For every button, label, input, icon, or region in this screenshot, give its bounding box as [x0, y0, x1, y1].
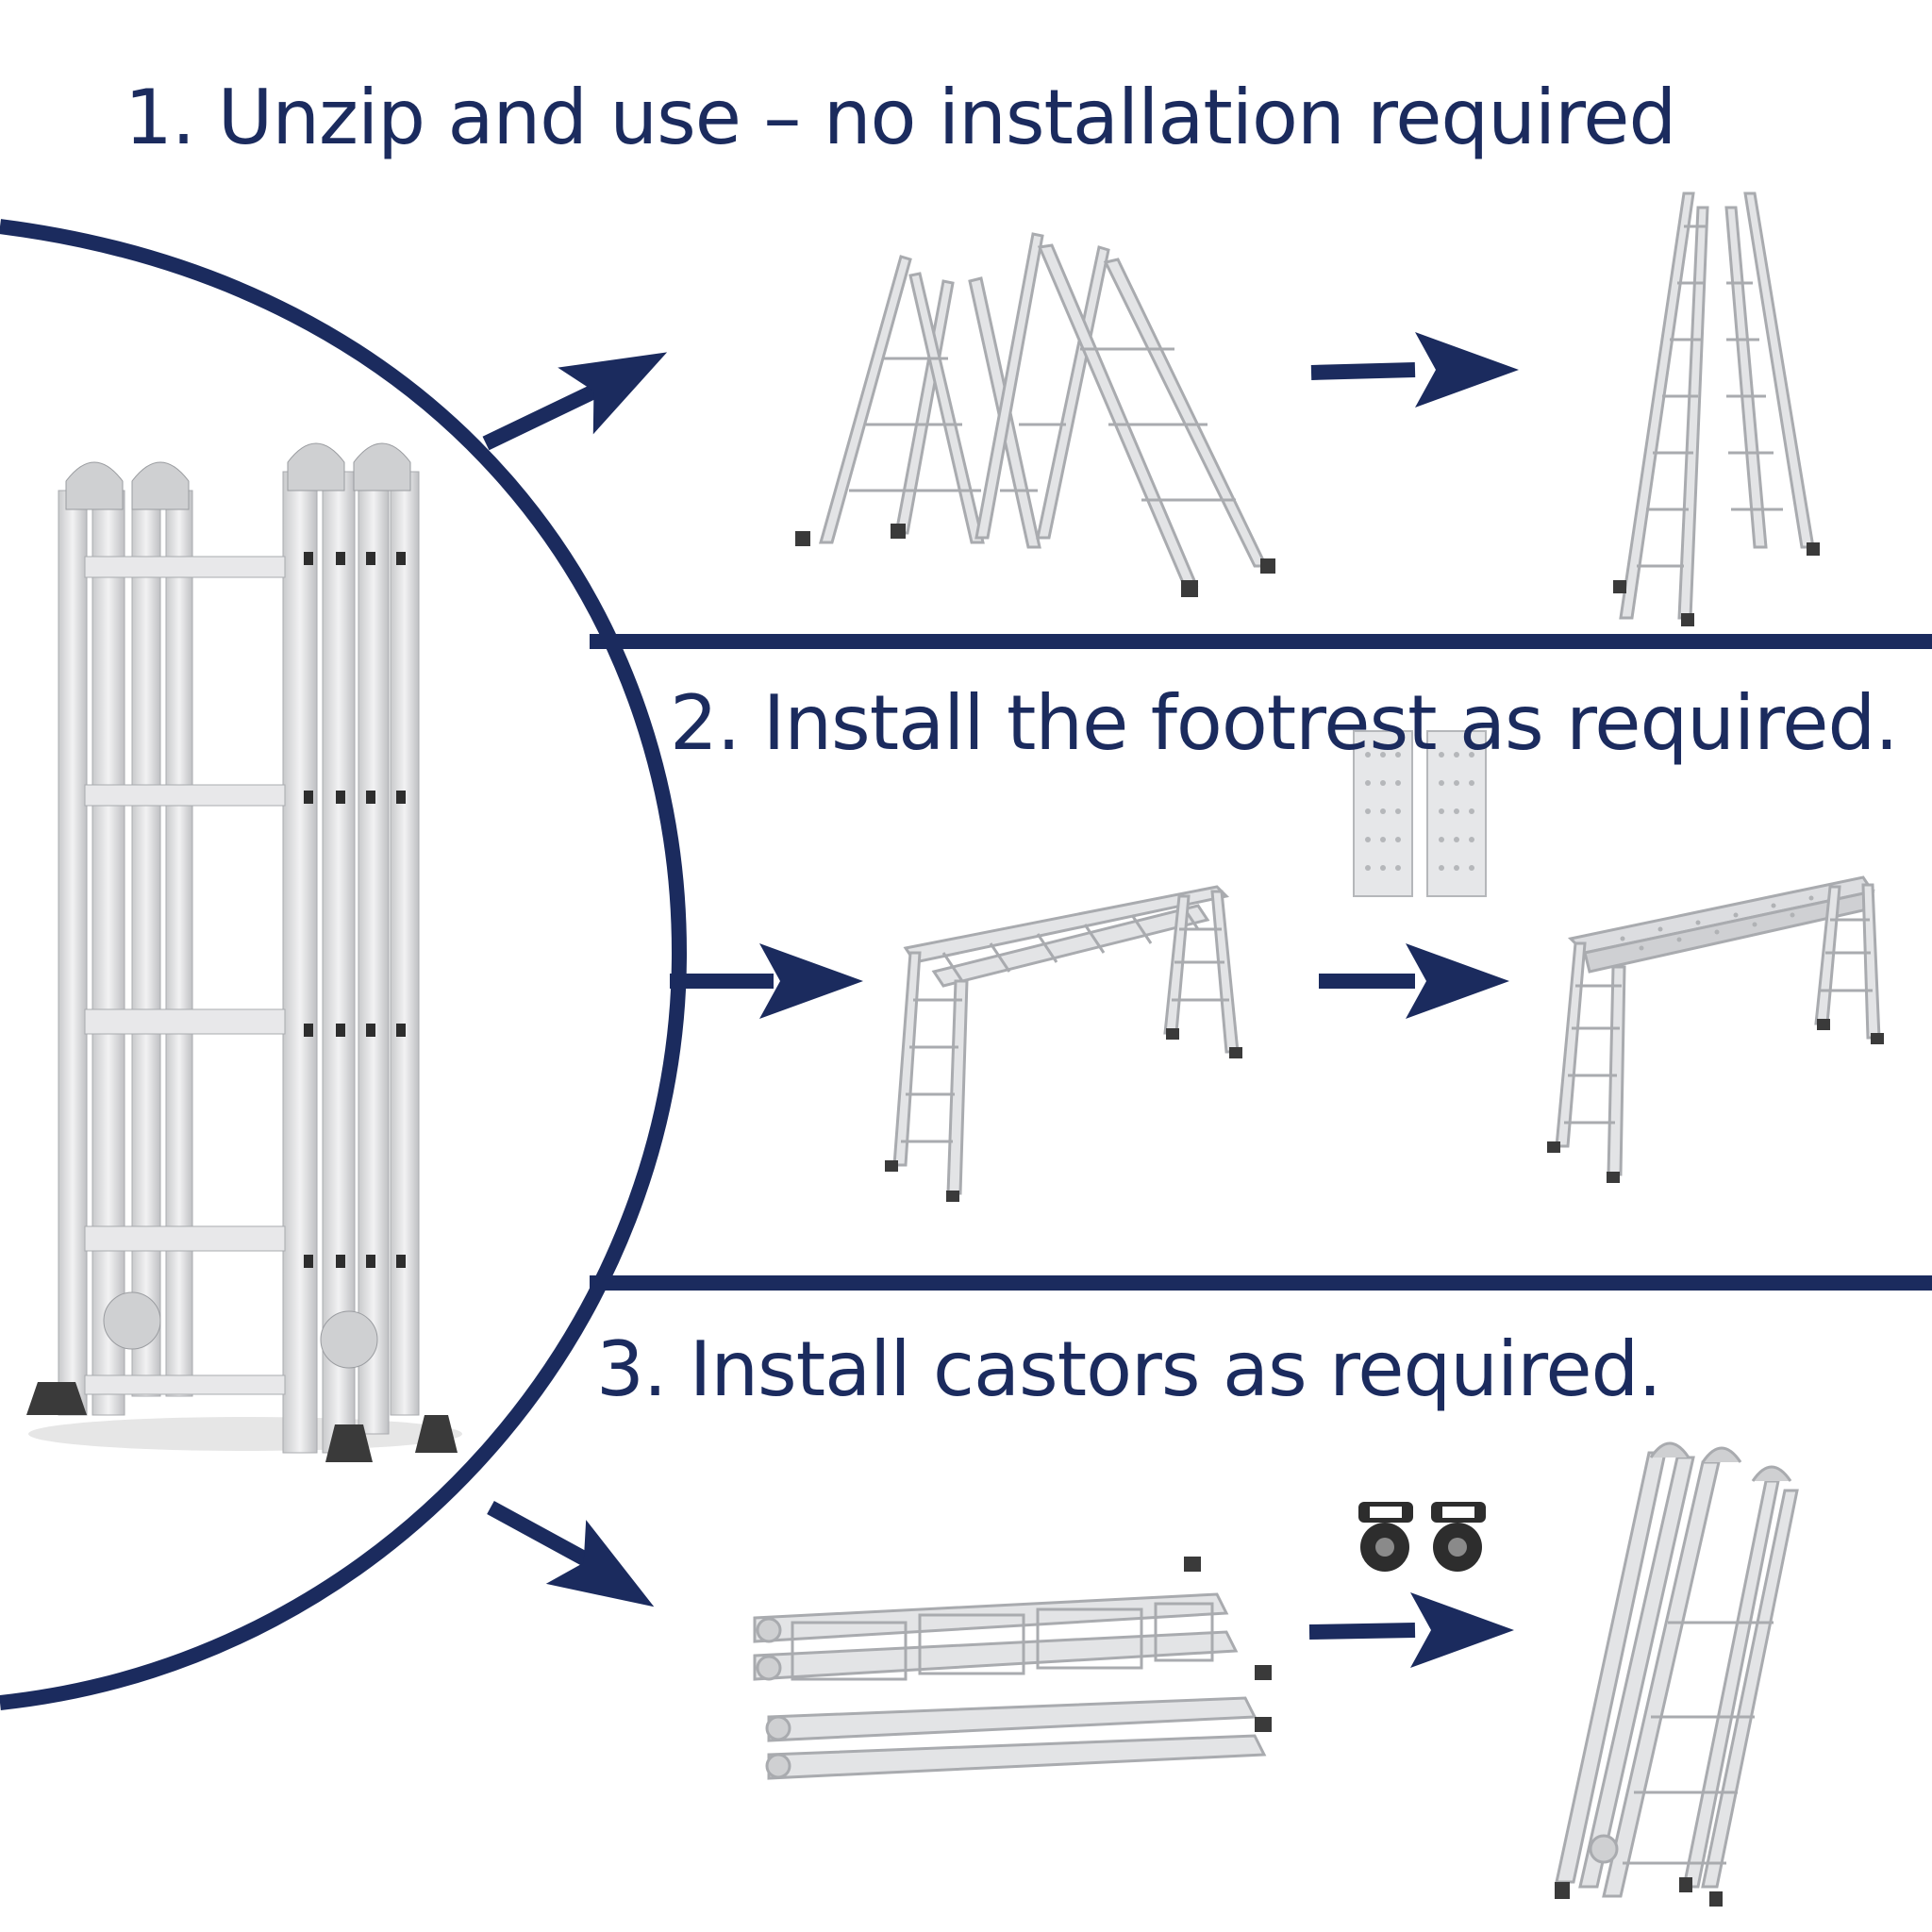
- arrow-right-icon: [487, 1500, 675, 1640]
- arrow-right-icon: [1319, 943, 1509, 1019]
- ladder-scaffold-with-footrest: [1547, 875, 1884, 1183]
- footrest-plate-icon: [1353, 730, 1487, 897]
- ladder-m-configuration: [795, 232, 1275, 597]
- step-2-title: 2. Install the footrest as required.: [670, 679, 1899, 767]
- ladder-scaffold-open: [885, 885, 1242, 1202]
- arrow-right-icon: [1310, 332, 1519, 408]
- arrow-right-icon: [670, 943, 863, 1019]
- castor-wheel-icon: [1358, 1502, 1413, 1572]
- castor-wheel-icon: [1431, 1502, 1486, 1572]
- arrow-right-icon: [1308, 1592, 1514, 1668]
- ladder-folded-flat: [753, 1557, 1272, 1780]
- step-3-title: 3. Install castors as required.: [596, 1325, 1662, 1413]
- arrow-right-icon: [482, 319, 685, 451]
- navy-arc: [0, 219, 688, 1710]
- folded-ladder-main: [26, 442, 462, 1462]
- ladder-a-frame: [1613, 192, 1820, 626]
- ladder-folded-with-castors: [1555, 1441, 1799, 1907]
- step-1-title: 1. Unzip and use – no installation requi…: [125, 74, 1676, 161]
